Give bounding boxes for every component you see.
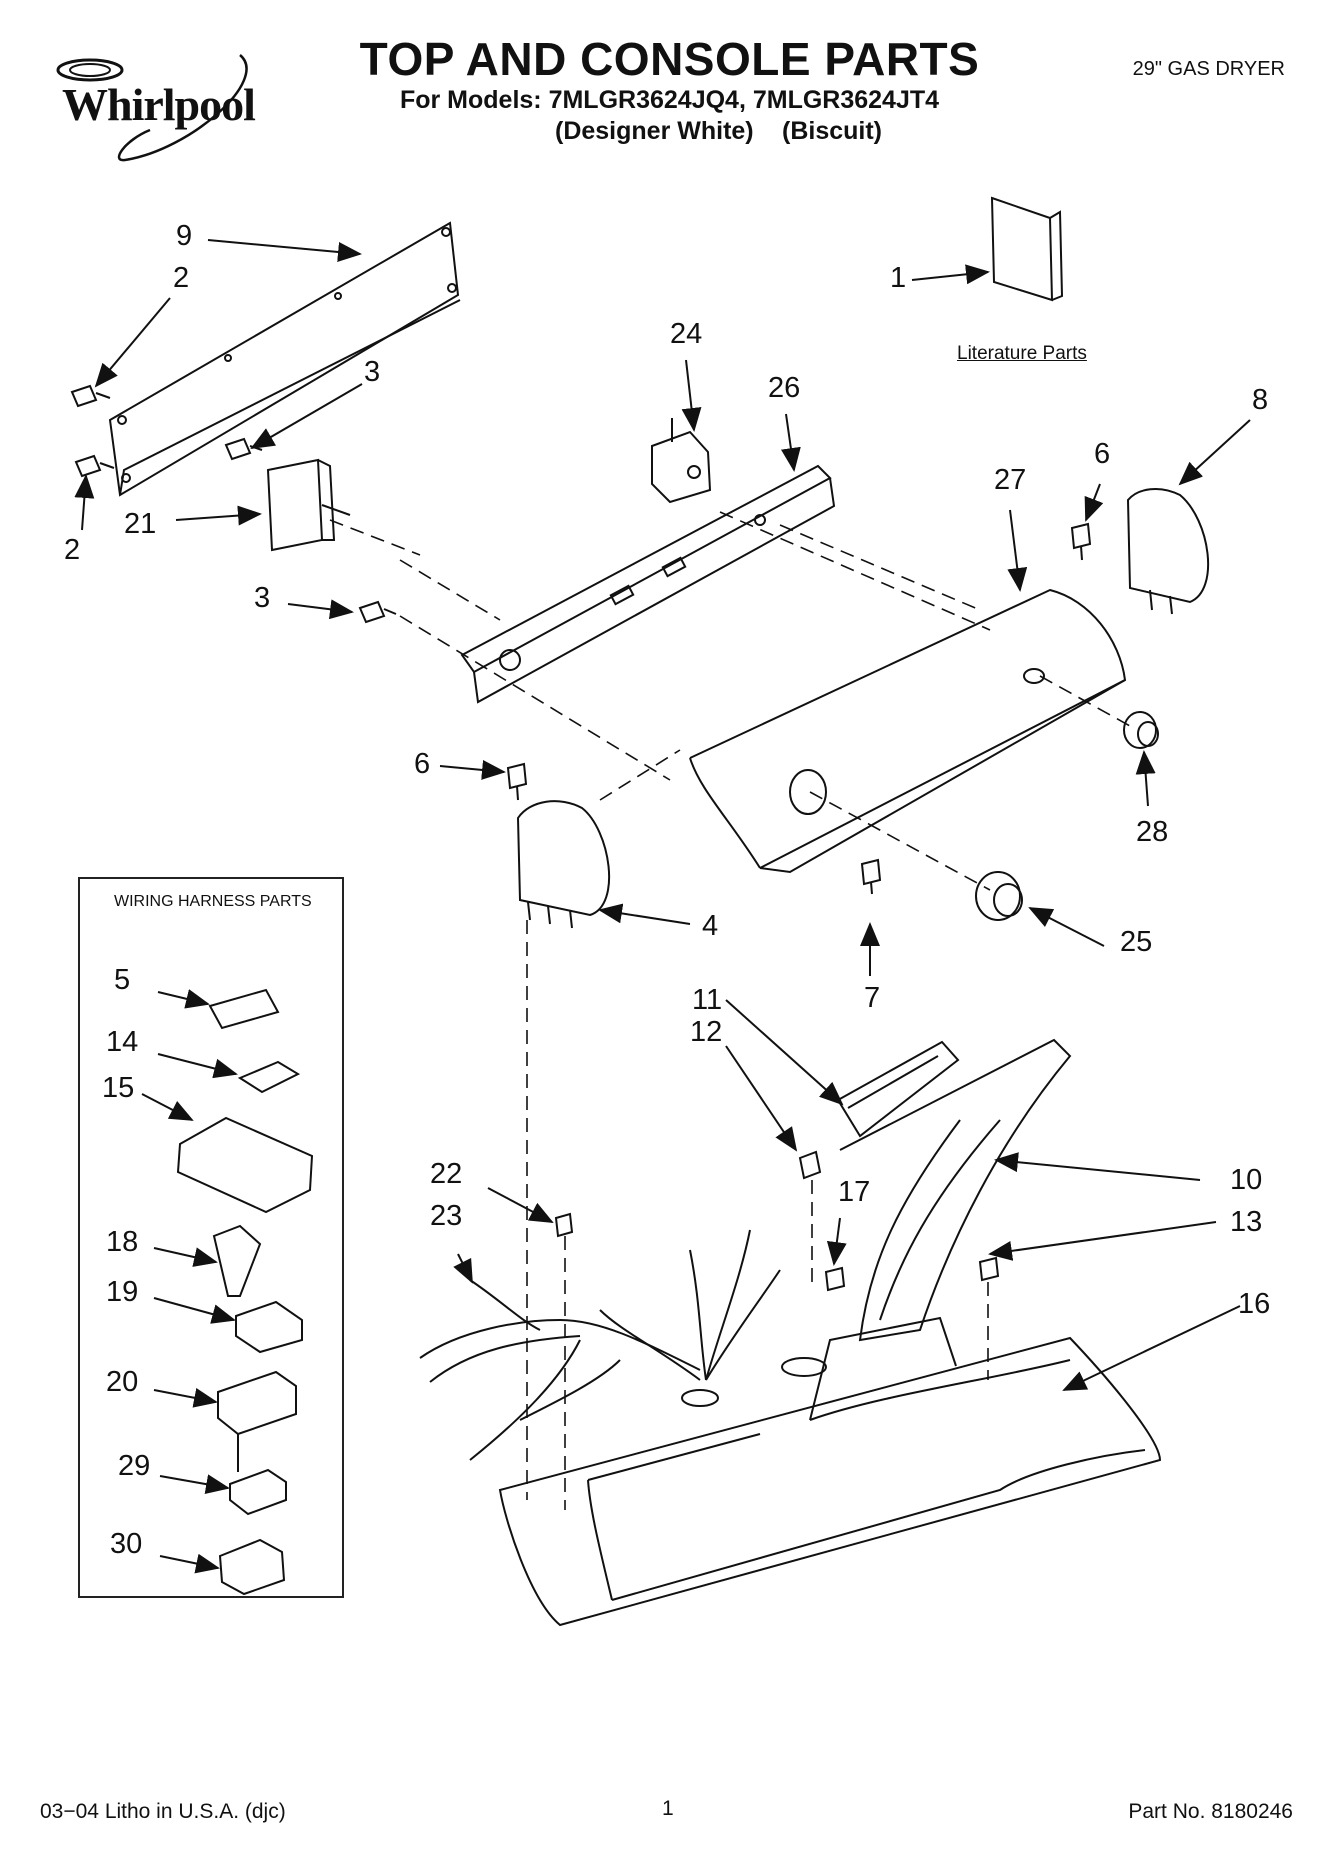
callout-6-left: 6 [414, 748, 431, 780]
callout-19: 19 [106, 1276, 139, 1308]
lint-screen-part-11 [836, 1040, 960, 1138]
callout-1: 1 [890, 262, 907, 294]
connector-part-30 [218, 1538, 286, 1596]
callout-28: 28 [1136, 816, 1169, 848]
connector-part-5 [208, 988, 280, 1030]
back-panel-part-9 [108, 221, 461, 497]
wiring-harness-box [78, 877, 344, 1598]
whirlpool-logo-swoosh [56, 54, 248, 162]
clip-part-18 [212, 1224, 262, 1297]
callout-2-top: 2 [173, 262, 190, 294]
top-cover-part-16 [498, 1316, 1162, 1627]
screw-part-2-top [70, 384, 111, 408]
color-designer-white: (Designer White) [555, 117, 754, 145]
knob-part-25 [975, 871, 1023, 921]
wiring-harness-title: WIRING HARNESS PARTS [114, 893, 312, 910]
callout-24: 24 [670, 318, 703, 350]
callout-3-top: 3 [364, 356, 381, 388]
control-rail-part-26 [460, 464, 836, 704]
callout-16: 16 [1238, 1288, 1271, 1320]
callout-6-right: 6 [1094, 438, 1111, 470]
page-title: TOP AND CONSOLE PARTS [359, 33, 980, 85]
callout-21: 21 [124, 508, 157, 540]
product-type: 29" GAS DRYER [1132, 58, 1285, 80]
callout-2-bottom: 2 [64, 534, 81, 566]
exhaust-duct-part-10 [839, 1038, 1072, 1342]
footer-part-number: Part No. 8180246 [1128, 1800, 1293, 1823]
screw-part-6-left [506, 762, 528, 801]
model-numbers: For Models: 7MLGR3624JQ4, 7MLGR3624JT4 [399, 86, 940, 114]
callout-15: 15 [102, 1072, 135, 1104]
callout-3-bottom: 3 [254, 582, 271, 614]
terminal-part-14 [237, 1060, 301, 1094]
screw-part-17 [824, 1266, 846, 1292]
callout-14: 14 [106, 1026, 139, 1058]
screw-part-7 [860, 858, 882, 895]
callout-26: 26 [768, 372, 801, 404]
literature-part-1 [990, 196, 1064, 302]
callout-5: 5 [114, 964, 131, 996]
callout-4: 4 [702, 910, 719, 942]
end-cap-part-4 [516, 800, 610, 929]
callout-13: 13 [1230, 1206, 1263, 1238]
callout-22: 22 [430, 1158, 463, 1190]
callout-9: 9 [176, 220, 193, 252]
end-cap-part-8 [1126, 488, 1210, 615]
callout-8: 8 [1252, 384, 1269, 416]
screw-part-2-bottom [74, 454, 115, 478]
console-panel-part-27 [689, 588, 1127, 874]
callout-17: 17 [838, 1176, 871, 1208]
color-biscuit: (Biscuit) [782, 117, 882, 145]
wiring-harness-part-23 [419, 1229, 781, 1461]
footer-page-number: 1 [662, 1797, 674, 1820]
switch-part-24 [651, 418, 712, 504]
callout-29: 29 [118, 1450, 151, 1482]
callout-10: 10 [1230, 1164, 1263, 1196]
callout-11: 11 [692, 984, 723, 1016]
clip-part-12 [798, 1150, 822, 1180]
callout-12: 12 [690, 1016, 723, 1048]
callout-30: 30 [110, 1528, 143, 1560]
callout-20: 20 [106, 1366, 139, 1398]
callout-18: 18 [106, 1226, 139, 1258]
housing-part-19 [235, 1300, 303, 1354]
footer-litho: 03−04 Litho in U.S.A. (djc) [40, 1800, 286, 1823]
screw-part-13 [978, 1256, 1000, 1282]
connector-part-29 [229, 1468, 287, 1516]
callout-23: 23 [430, 1200, 463, 1232]
connector-block-part-15 [176, 1116, 314, 1214]
callout-27: 27 [994, 464, 1027, 496]
callout-25: 25 [1120, 926, 1153, 958]
screw-part-6-right [1070, 522, 1092, 561]
literature-parts-label: Literature Parts [957, 343, 1087, 364]
clip-part-22 [554, 1212, 574, 1238]
screw-part-3-top [224, 437, 263, 461]
connector-part-20 [217, 1370, 297, 1472]
screw-part-3-bottom [358, 600, 397, 624]
callout-7: 7 [864, 982, 881, 1014]
knob-part-28 [1123, 711, 1159, 749]
brand-logo-text: Whirlpool [62, 79, 256, 130]
timer-part-21 [266, 458, 351, 552]
